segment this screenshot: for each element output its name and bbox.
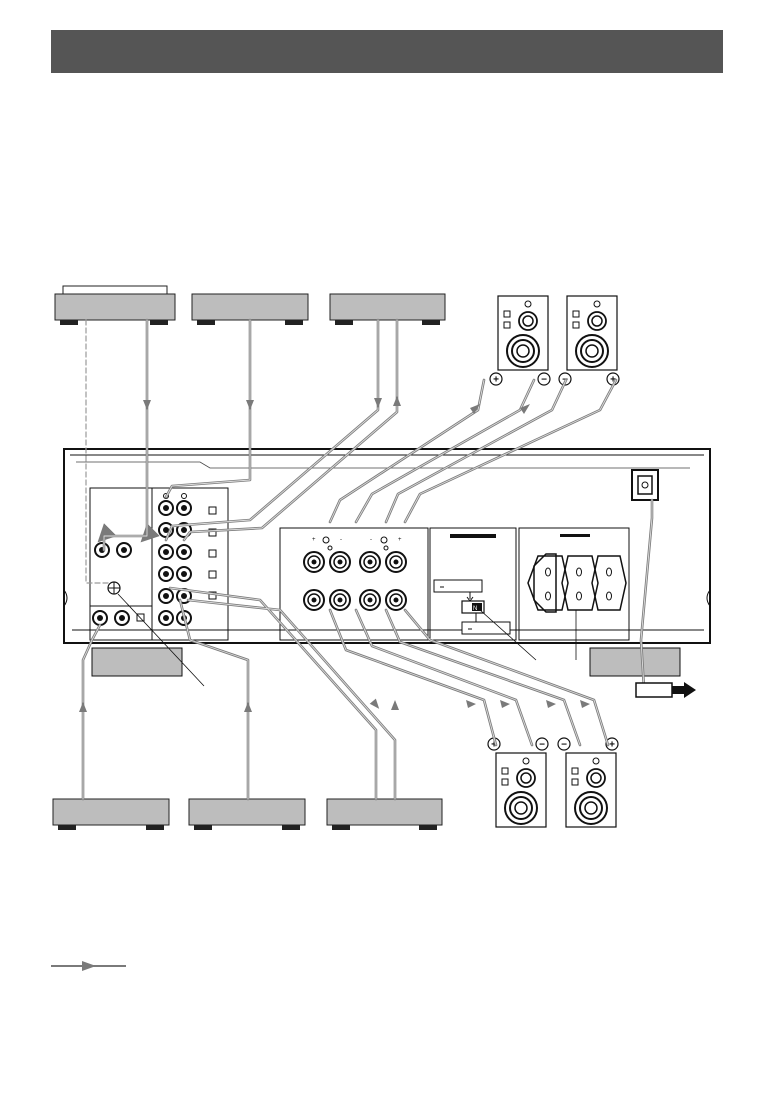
svg-text:+: + <box>398 537 402 543</box>
power-plug-icon <box>635 682 696 698</box>
bottom-source-1 <box>52 798 170 830</box>
bottom-source-2 <box>188 798 306 830</box>
svg-text:+: + <box>491 740 497 751</box>
rca-jack <box>176 544 192 560</box>
ground-screw-icon <box>107 581 121 595</box>
speaker-binding-post <box>359 551 381 573</box>
speaker-terminal-block: + - - + <box>279 527 429 641</box>
terminal-plus-icon: + <box>489 372 503 386</box>
speaker-binding-post <box>329 551 351 573</box>
rca-jack <box>158 588 174 604</box>
top-source-2 <box>191 293 309 325</box>
speaker-rear-left: +− <box>487 737 549 828</box>
terminal-minus-icon: − <box>535 737 549 751</box>
voltage-selector-block: N <box>429 527 517 641</box>
svg-text:+: + <box>493 375 499 386</box>
bottom-source-3 <box>326 798 443 830</box>
svg-text:−: − <box>541 375 547 386</box>
svg-text:N: N <box>473 606 477 612</box>
rca-jack <box>158 566 174 582</box>
header-bar <box>51 30 723 73</box>
top-source-1 <box>54 285 176 325</box>
svg-text:-: - <box>340 537 342 543</box>
rca-jack <box>176 500 192 516</box>
svg-text:+: + <box>609 740 615 751</box>
speaker-rear-right: −+ <box>557 737 619 828</box>
legend-signal-arrow-icon <box>51 961 126 971</box>
svg-text:−: − <box>539 740 545 751</box>
speaker-front-right: −+ <box>558 295 620 386</box>
callout-lines <box>117 593 577 687</box>
terminal-minus-icon: − <box>537 372 551 386</box>
line-input-block <box>151 487 229 641</box>
speaker-binding-post <box>329 589 351 611</box>
ac-outlet-block <box>518 527 630 641</box>
rca-jack <box>158 544 174 560</box>
speaker-front-left: +− <box>489 295 551 386</box>
terminal-plus-icon: + <box>605 737 619 751</box>
speaker-binding-post <box>359 589 381 611</box>
rca-jack <box>158 500 174 516</box>
speaker-binding-post <box>385 551 407 573</box>
svg-text:−: − <box>561 740 567 751</box>
speaker-binding-post <box>385 589 407 611</box>
svg-text:+: + <box>312 537 316 543</box>
speaker-binding-post <box>303 589 325 611</box>
power-inlet <box>631 469 659 501</box>
terminal-minus-icon: − <box>557 737 571 751</box>
speaker-binding-post <box>303 551 325 573</box>
rca-jack <box>176 566 192 582</box>
rca-jack <box>158 610 174 626</box>
svg-text:-: - <box>370 537 372 543</box>
signal-arrows <box>79 396 590 712</box>
top-source-3 <box>329 293 446 325</box>
svg-text:+: + <box>610 375 616 386</box>
